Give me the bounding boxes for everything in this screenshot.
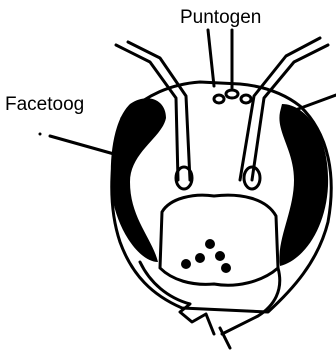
compound-eye-leader-line	[50, 136, 114, 154]
clypeus-spot-lower-left	[181, 259, 191, 269]
ocelli-leader-line	[208, 30, 214, 86]
clypeus-spot-left	[195, 253, 205, 263]
ocelli-label: Puntogen	[180, 8, 261, 27]
clypeus-plate	[160, 195, 278, 285]
ocellus-left	[214, 95, 224, 103]
clypeus-spot-right	[215, 251, 225, 261]
compound-eye-label: Facetoog	[5, 95, 84, 114]
right-mandible	[222, 268, 280, 334]
clypeus-spot-lower-right	[221, 263, 231, 273]
speck	[39, 133, 42, 136]
clypeus-spot-top	[205, 239, 215, 249]
ocellus-center	[226, 90, 238, 98]
ocellus-right	[241, 95, 251, 103]
left-mandible	[140, 262, 214, 334]
